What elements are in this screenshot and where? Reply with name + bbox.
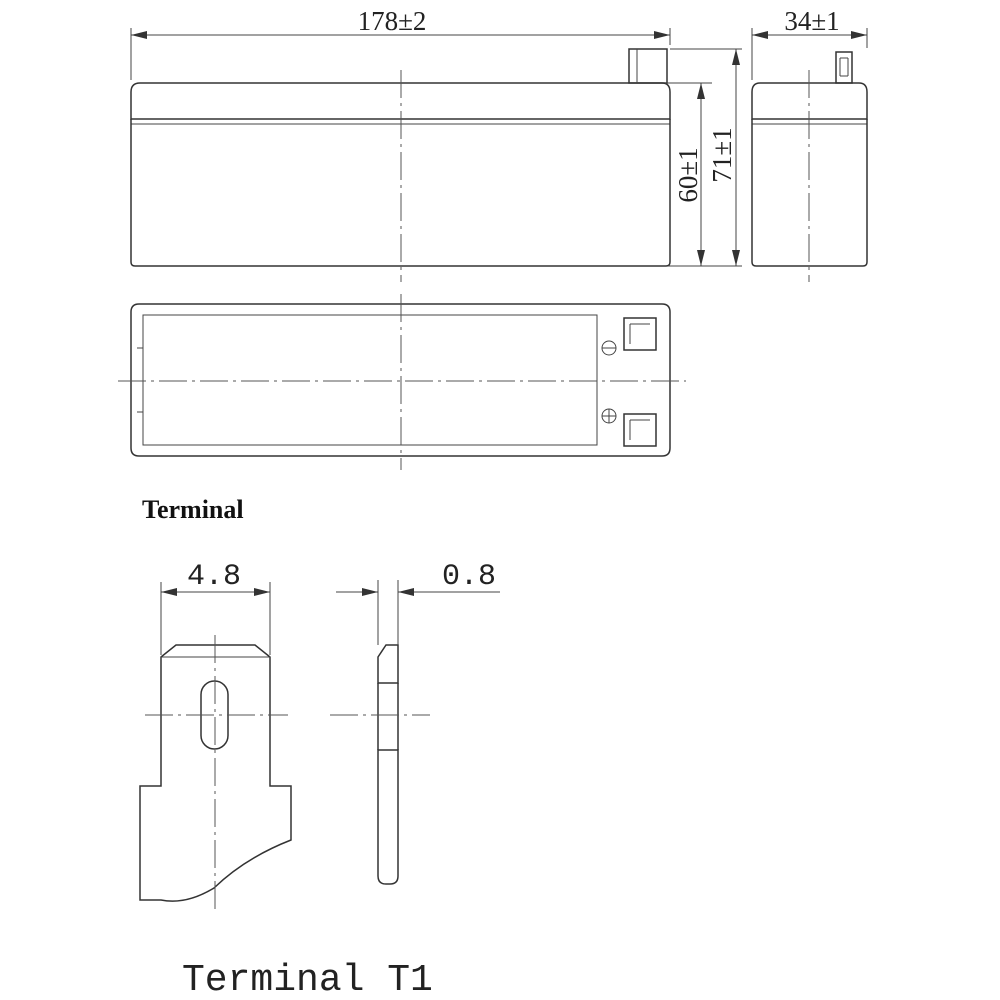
total-height-label: 71±1 [707, 127, 737, 182]
terminal-thickness-label: 0.8 [442, 560, 496, 594]
height-dimensions: 60±1 71±1 [665, 48, 742, 267]
case-height-label: 60±1 [673, 147, 703, 202]
terminal-heading: Terminal [142, 495, 244, 524]
front-view [130, 48, 671, 282]
negative-terminal [623, 413, 657, 447]
terminal-front-view: 4.8 [139, 560, 292, 912]
positive-terminal [623, 317, 657, 351]
terminal-side-view: 0.8 [330, 560, 500, 885]
terminal-caption: Terminal T1 [182, 959, 433, 1000]
length-label: 178±2 [358, 6, 427, 36]
width-dimension: 34±1 [751, 6, 868, 80]
length-dimension: 178±2 [130, 6, 671, 80]
side-view [751, 51, 868, 282]
top-view [118, 294, 686, 470]
terminal-width-label: 4.8 [187, 560, 241, 594]
width-label: 34±1 [784, 6, 839, 36]
